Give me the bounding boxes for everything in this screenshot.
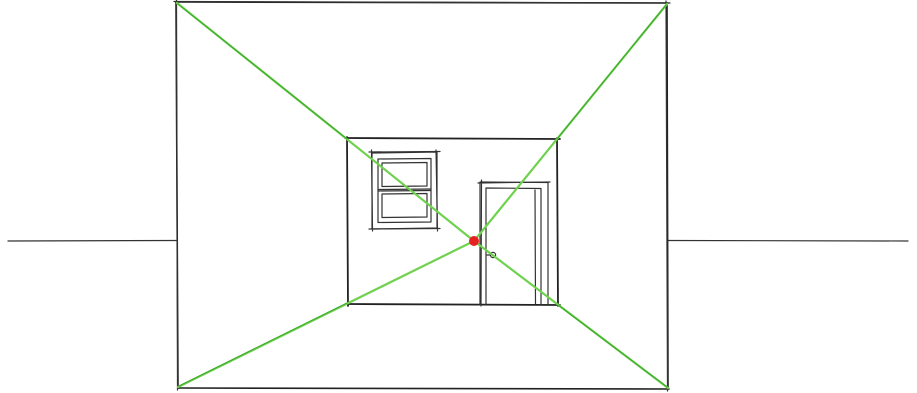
door-outer-casing [480,182,548,305]
door-casing-overdraw [478,180,550,306]
window-meeting-rail [378,189,431,191]
window [369,150,440,231]
horizon-line-right [668,241,908,242]
outer-frame-bottom [178,388,669,389]
door-inner-frame [486,188,541,305]
horizon-line-left [8,241,177,242]
back-wall-left [347,137,348,306]
horizon-line [8,241,908,242]
window-pane-top [382,163,427,187]
back-wall-right [557,138,558,306]
door [478,180,550,306]
back-wall-bottom [346,304,560,305]
orthogonal-guide-lines [177,3,668,388]
back-wall-top [345,138,560,139]
vanishing-point [469,236,479,246]
